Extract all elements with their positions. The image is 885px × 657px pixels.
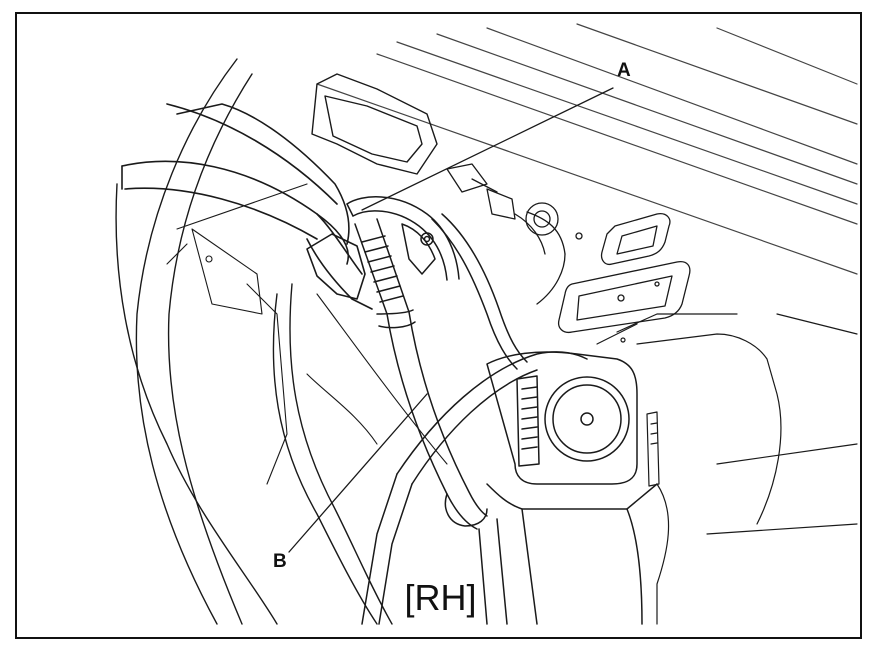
connector-clip — [446, 163, 583, 305]
leader-line-b — [288, 393, 428, 553]
diagram-frame: A B [RH] — [15, 12, 862, 639]
trim-tool-body — [121, 103, 373, 310]
seat-belt-webbing-b — [376, 213, 528, 530]
callout-label-a: A — [617, 60, 631, 81]
inner-ridges — [166, 183, 448, 485]
belt-guide-part-a — [346, 196, 460, 315]
quarter-panel-curves — [115, 58, 393, 625]
upper-opening — [311, 73, 438, 175]
view-side-label: [RH] — [404, 577, 477, 618]
panel-slots — [557, 213, 691, 334]
body-panel-lines — [316, 23, 858, 275]
interior-trim-panel — [361, 351, 658, 625]
callout-leaders — [288, 87, 614, 553]
lower-right-bracket — [596, 313, 858, 625]
leader-line-a — [361, 87, 614, 211]
callout-label-b: B — [273, 551, 287, 572]
rear-quarter-line-drawing — [115, 23, 858, 625]
retractor-assembly — [486, 351, 638, 485]
